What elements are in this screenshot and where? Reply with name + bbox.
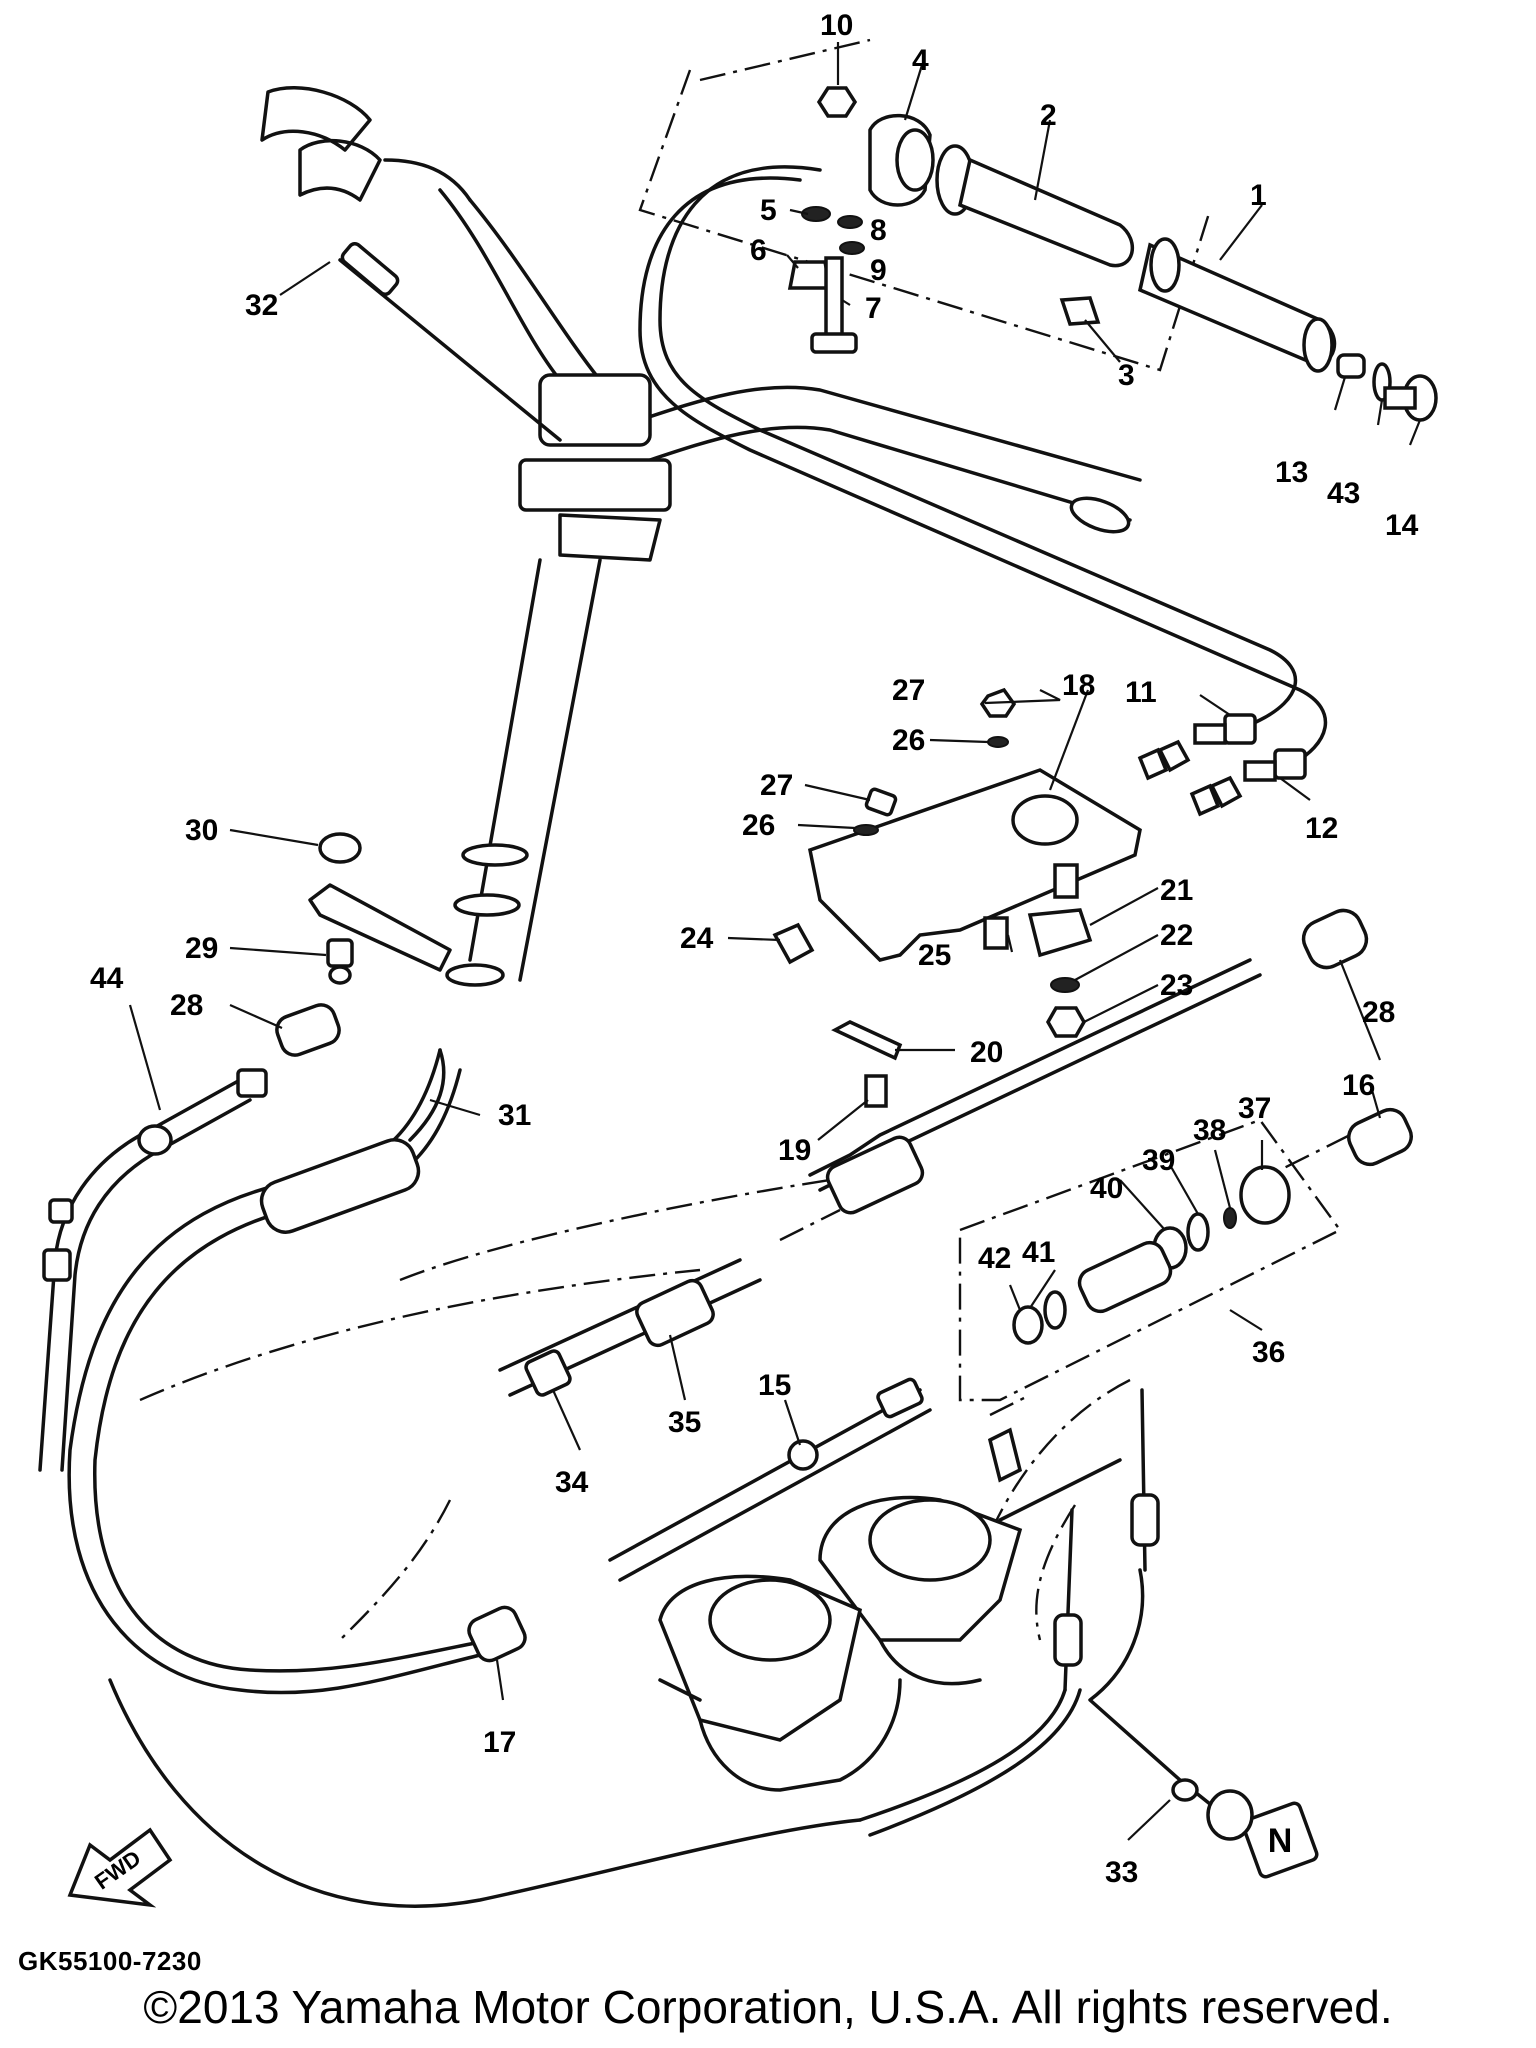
callout-27b: 27 (760, 769, 793, 802)
plate-20 (831, 1020, 903, 1061)
callout-1: 1 (1250, 179, 1267, 212)
callout-44: 44 (90, 962, 124, 995)
bolt-7 (810, 256, 858, 354)
clip-3 (1059, 296, 1101, 326)
bolt-19 (864, 1074, 888, 1108)
cable-boot-upper (825, 1135, 925, 1215)
callout-35: 35 (668, 1406, 701, 1439)
nut-10 (816, 86, 858, 118)
bolt-25 (983, 916, 1009, 950)
adjuster-11 (1137, 713, 1257, 781)
grommet-30 (318, 832, 362, 864)
callout-12: 12 (1305, 812, 1338, 845)
callout-31: 31 (498, 1099, 531, 1132)
adjuster-kit-outline (958, 1118, 1342, 1402)
callout-39: 39 (1142, 1144, 1175, 1177)
callout-36: 36 (1252, 1336, 1285, 1369)
callout-13: 13 (1275, 456, 1308, 489)
callout-40: 40 (1090, 1172, 1123, 1205)
washer-5 (801, 206, 831, 222)
callout-38: 38 (1193, 1114, 1226, 1147)
callout-18: 18 (1062, 669, 1095, 702)
callout-27a: 27 (892, 674, 925, 707)
callout-22: 22 (1160, 919, 1193, 952)
nut-23 (1045, 1006, 1087, 1038)
washer-8 (837, 215, 863, 229)
sleeve-34 (524, 1349, 572, 1397)
choke-knob: N (1171, 1778, 1319, 1879)
callout-32: 32 (245, 289, 278, 322)
cable-31 (67, 1048, 482, 1695)
adjuster-12 (1189, 748, 1307, 817)
callout-34: 34 (555, 1466, 589, 1499)
callout-30: 30 (185, 814, 218, 847)
adjuster-kit-parts (1012, 1165, 1291, 1345)
callout-5: 5 (760, 194, 777, 227)
carburetor-assembly (658, 1427, 1023, 1792)
callout-17: 17 (483, 1726, 516, 1759)
callout-26a: 26 (892, 724, 925, 757)
callout-numbers: 10 4 2 1 5 8 6 9 7 3 13 43 14 32 18 27 1… (90, 9, 1419, 1889)
choke-cable-15 (608, 1388, 922, 1562)
washer-26-top (987, 736, 1009, 748)
callout-20: 20 (970, 1036, 1003, 1069)
cable-boot-28-right (1301, 908, 1369, 970)
callout-9: 9 (870, 254, 887, 287)
callout-28a: 28 (170, 989, 203, 1022)
callout-7: 7 (865, 292, 882, 325)
callout-41: 41 (1022, 1236, 1055, 1269)
throttle-housing (868, 113, 1337, 373)
throttle-assembly-outline (638, 69, 1212, 372)
callout-37: 37 (1238, 1092, 1271, 1125)
washer-22 (1050, 977, 1080, 993)
callout-42: 42 (978, 1242, 1011, 1275)
callout-11: 11 (1125, 676, 1157, 709)
washer-26-mid (853, 824, 879, 836)
nut-27-mid (864, 787, 898, 817)
callout-28b: 28 (1362, 996, 1395, 1029)
steering-handlebar (260, 86, 1142, 987)
callout-21: 21 (1160, 874, 1193, 907)
callout-24: 24 (680, 922, 714, 955)
holder-21 (1027, 908, 1093, 958)
callout-2: 2 (1040, 99, 1057, 132)
callout-29: 29 (185, 932, 218, 965)
callout-23: 23 (1160, 969, 1193, 1002)
callout-14: 14 (1385, 509, 1419, 542)
cable-boot-16 (1347, 1107, 1413, 1167)
cable-bracket (807, 768, 1142, 962)
cable-boot-28-left (275, 1003, 341, 1057)
callout-8: 8 (870, 214, 887, 247)
callout-3: 3 (1118, 359, 1135, 392)
cable-end-17 (467, 1605, 527, 1663)
callout-6: 6 (750, 234, 767, 267)
forward-arrow: FWD (67, 1827, 173, 1908)
callout-15: 15 (758, 1369, 791, 1402)
callout-16: 16 (1342, 1069, 1375, 1102)
knob-label: N (1268, 1822, 1293, 1860)
bolt-24 (772, 922, 815, 965)
washer-9 (839, 241, 865, 255)
callout-33: 33 (1105, 1856, 1138, 1889)
collar-13 (1336, 353, 1366, 379)
callout-43: 43 (1327, 477, 1360, 510)
copyright-notice: ©2013 Yamaha Motor Corporation, U.S.A. A… (143, 1981, 1393, 2033)
callout-26b: 26 (742, 809, 775, 842)
sleeve-35 (635, 1278, 715, 1348)
screw-14 (1383, 374, 1438, 422)
callout-19: 19 (778, 1134, 811, 1167)
diagram-code: GK55100-7230 (18, 1946, 202, 1976)
leader-lines (128, 42, 1422, 1841)
fitting-29 (326, 938, 354, 985)
callout-10: 10 (820, 9, 853, 42)
callout-25: 25 (918, 939, 951, 972)
callout-4: 4 (912, 44, 929, 77)
